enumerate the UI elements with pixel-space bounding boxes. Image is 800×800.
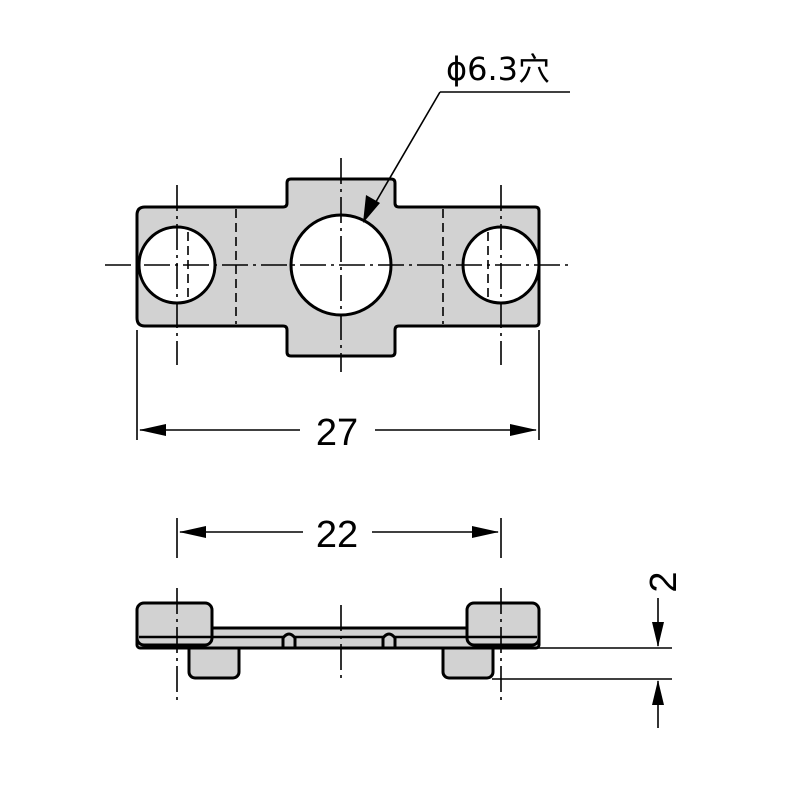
width-arrow-right — [510, 424, 537, 436]
right-upper-boss — [465, 601, 541, 647]
pitch-dimension-label: 22 — [316, 514, 358, 556]
hole-leader-arrow — [363, 195, 380, 223]
right-notch — [381, 632, 397, 650]
side-view: 22 2 — [135, 514, 685, 728]
thickness-arrow-bottom — [652, 680, 664, 705]
width-dimension-label: 27 — [316, 412, 358, 454]
width-arrow-left — [139, 424, 166, 436]
left-notch — [281, 632, 297, 650]
top-view: ϕ6.3穴 27 — [105, 50, 570, 454]
left-upper-boss — [135, 601, 214, 647]
thickness-arrow-top — [652, 622, 664, 647]
thickness-dimension-label: 2 — [643, 571, 685, 592]
pitch-arrow-left — [179, 526, 206, 538]
pitch-arrow-right — [472, 526, 499, 538]
hole-leader-diagonal — [369, 91, 441, 213]
hole-label: ϕ6.3穴 — [446, 50, 550, 88]
